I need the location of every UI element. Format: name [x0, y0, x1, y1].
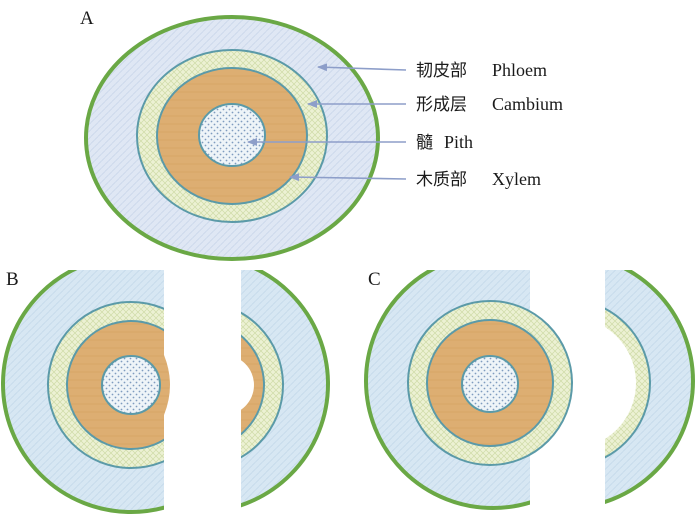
label-cambium-en: Cambium [492, 94, 563, 114]
label-pith-en: Pith [444, 132, 473, 152]
panel-label-a: A [80, 8, 94, 29]
stem-cross-section-c-core [407, 300, 573, 466]
label-xylem-en: Xylem [492, 169, 541, 189]
label-pith-zh: 髓 [416, 133, 433, 153]
label-xylem-zh: 木质部 [416, 170, 467, 190]
panel-label-c: C [368, 269, 381, 290]
leader-phloem [317, 63, 407, 72]
pith-region [461, 355, 519, 413]
panel-label-b: B [6, 269, 19, 290]
stem-cross-section-b-right [241, 270, 330, 508]
label-phloem-en: Phloem [492, 60, 547, 80]
stem-cross-section-c-right [605, 270, 695, 504]
label-leaders [247, 63, 407, 182]
xylem-cut-bulge [164, 355, 170, 415]
leader-xylem [289, 173, 407, 182]
label-cambium-zh: 形成层 [416, 95, 467, 115]
bark-ring [241, 270, 330, 508]
pith-region [101, 355, 161, 415]
pith-gap [241, 360, 254, 410]
label-phloem-zh: 韧皮部 [416, 61, 467, 81]
tissue-labels: 韧皮部 Phloem 形成层 Cambium 髓 Pith 木质部 Xylem [416, 60, 563, 190]
stem-cross-section-a [84, 15, 380, 261]
stem-cross-section-b-left [1, 270, 164, 514]
pith-region [198, 103, 266, 167]
core-gap [605, 327, 636, 439]
